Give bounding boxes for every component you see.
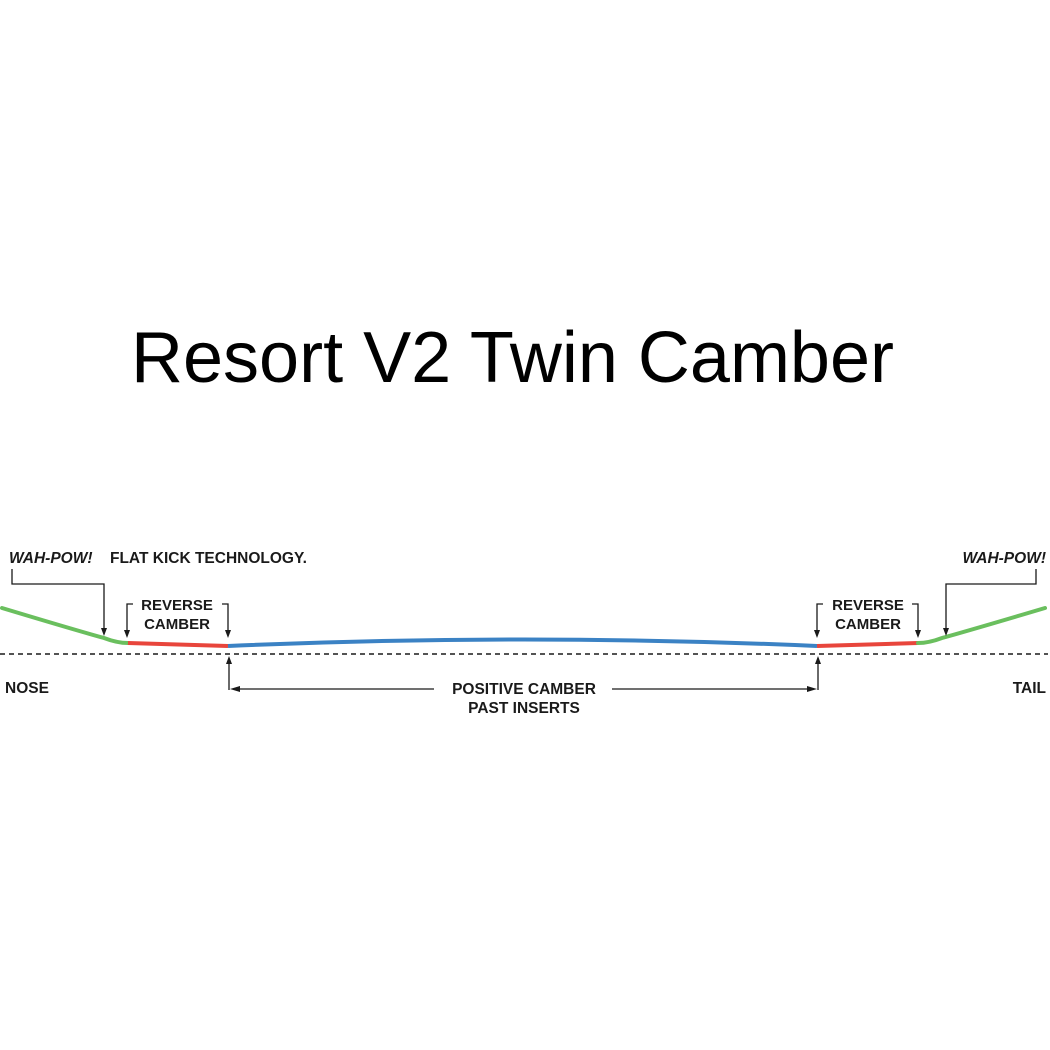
positive-camber-span-arrowhead-left <box>230 686 240 692</box>
reverse-camber-right-segment <box>816 641 919 648</box>
positive-camber-line2: PAST INSERTS <box>468 700 580 717</box>
positive-camber-line1: POSITIVE CAMBER <box>452 681 596 698</box>
wah-pow-tail-arrowhead <box>943 628 949 636</box>
diagram-title: Resort V2 Twin Camber <box>131 318 894 398</box>
flat-kick-technology-label: FLAT KICK TECHNOLOGY. <box>110 550 307 567</box>
nose-label: NOSE <box>5 680 49 697</box>
reverse-camber-left-line1: REVERSE <box>141 597 213 614</box>
reverse-camber-right-line2: CAMBER <box>835 616 901 633</box>
wah-pow-nose-arrowhead <box>101 628 107 636</box>
reverse-camber-left-bracket-right <box>222 603 229 632</box>
reverse-camber-right-arrowhead-left <box>814 630 820 638</box>
wah-pow-nose-label: WAH-POW! <box>9 550 93 567</box>
positive-camber-span-arrowhead-right <box>807 686 817 692</box>
wah-pow-tail-leader <box>945 569 1037 630</box>
wah-pow-nose-leader <box>11 569 105 630</box>
tail-label: TAIL <box>1013 680 1046 697</box>
tail-flat-kick-segment <box>916 606 1047 645</box>
reverse-camber-left-arrowhead-left <box>124 630 130 638</box>
wah-pow-tail-label: WAH-POW! <box>962 550 1046 567</box>
positive-camber-segment <box>227 637 818 648</box>
reverse-camber-right-bracket-left <box>816 603 823 632</box>
reverse-camber-left-line2: CAMBER <box>144 616 210 633</box>
reverse-camber-left-segment <box>127 641 229 648</box>
positive-camber-tick-right-arrowhead <box>815 656 821 664</box>
nose-flat-kick-segment <box>0 606 130 645</box>
reverse-camber-left-bracket-left <box>126 603 133 632</box>
reverse-camber-right-arrowhead-right <box>915 630 921 638</box>
reverse-camber-right-bracket-right <box>912 603 919 632</box>
reverse-camber-right-line1: REVERSE <box>832 597 904 614</box>
reverse-camber-left-arrowhead-right <box>225 630 231 638</box>
positive-camber-tick-left-arrowhead <box>226 656 232 664</box>
